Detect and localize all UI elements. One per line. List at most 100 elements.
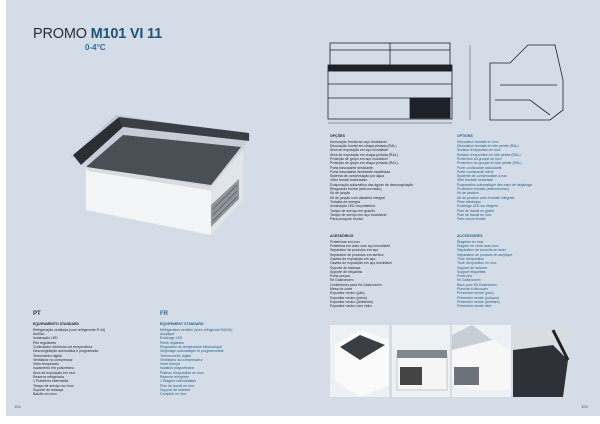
list-item: Réserve réfrigérée — [160, 375, 189, 380]
list-item: Evaporação automática das águas de desco… — [330, 182, 414, 187]
list-item: Kit Gastronorm — [330, 278, 354, 283]
list-item: Plateau d'exposition en inox — [160, 370, 204, 375]
list-item: Proteção de grupo em aço inoxidável — [330, 156, 388, 161]
list-item: Ventilateur au compresseur — [160, 357, 203, 362]
list-item: Présentoir neutre (ambiant) — [457, 299, 500, 304]
list-item: Thermomètre digital — [160, 353, 192, 358]
list-item: Decoração frontal em aço inoxidável — [330, 139, 387, 144]
list-item: Pieds réglables — [160, 340, 184, 345]
list-item: Expositor neutro (pão) — [330, 291, 365, 296]
list-item: Isolamento em poliuretano — [33, 366, 75, 371]
list-item: Acrylique — [160, 332, 175, 337]
list-item: Porte coulissante basculante — [457, 165, 502, 170]
list-item: Iluminação LED — [33, 336, 58, 341]
list-item: Suporte de balança — [330, 265, 361, 270]
list-item: Kit de junção — [330, 191, 351, 196]
list-item: Verre trempé — [160, 362, 181, 367]
list-item: Área de exposição em aço inoxidável — [330, 148, 388, 153]
list-item: Descongelação automática e programada — [33, 349, 98, 354]
title-prefix: PROMO — [33, 26, 87, 42]
list-item: Acrílico — [33, 332, 45, 337]
list-item: Présentoir neutre (poisson) — [457, 295, 500, 300]
list-item: Isolation polyuréthane — [160, 366, 195, 371]
list-item: 1 Prateleira intermédia — [33, 379, 69, 384]
list-item: Balcão em inox — [33, 392, 57, 397]
list-item: Éclairage LED — [160, 336, 183, 341]
list-item: Separador de produtos em aço — [330, 248, 379, 253]
list-item: Decoração frontal em chapa pintada (RAL) — [330, 144, 397, 149]
list-item: Surface d'exposition en tôle peinte (RAL… — [457, 152, 521, 157]
list-item: Présentoir neutre (pain) — [457, 291, 494, 296]
list-item: Kit de junção com dianteira integral — [330, 195, 385, 200]
list-item: Kit Gastronorm — [457, 278, 481, 283]
list-item: Suporte de etiquetas — [330, 269, 363, 274]
page-number-right: 105 — [581, 404, 588, 409]
list-item: Porta-preços — [330, 274, 351, 279]
list-item: Plan de travail en inox — [160, 383, 195, 388]
list-item: Vidro frontal motorizado — [330, 178, 368, 183]
list-item: Kit de jonction avec frontale intégrale — [457, 195, 515, 200]
list-item: Éclairage LED sur étagère — [457, 204, 499, 209]
lang-label-fr: FR — [160, 311, 168, 317]
list-item: Iluminação LED na prateleira — [330, 204, 376, 209]
list-item: 1 Étagère intermédiaire — [160, 379, 197, 384]
list-item: Bacs pour Kit Gastronorm — [457, 282, 498, 287]
detail-photo-2 — [392, 325, 450, 397]
list-item: Séparateur de produits en acier — [457, 248, 507, 253]
list-item: Vidro temperado — [33, 362, 59, 367]
list-item: Tiroir d'exposition — [457, 256, 485, 261]
list-item: Ventilador no compressor — [33, 357, 73, 362]
list-item: Dégivrage automatique et programmable — [160, 349, 224, 354]
list-item: Réfrigération ventilée (avec réfrigérant… — [160, 327, 233, 332]
lang-label-pt: PT — [33, 311, 41, 317]
list-item: Séparateur de produits en acrylique — [457, 252, 513, 257]
section-heading: ACCESSOIRES — [457, 234, 483, 238]
detail-photo-4 — [513, 325, 571, 397]
list-item: Planche à découper — [457, 287, 489, 292]
list-item: Resguardo frontal (anti-corrosão) — [330, 187, 382, 192]
list-item: Porta basculante deslizante espelhada — [330, 169, 391, 174]
list-item: Protection frontale (anticorrosion) — [457, 187, 509, 192]
list-item: Tampo de serviço em aço inoxidável — [330, 212, 387, 217]
list-item: Plan de travail en granit — [457, 208, 494, 213]
detail-photo-1 — [330, 325, 389, 397]
list-item: Présentoir neutre vitré — [457, 304, 492, 309]
page-title: PROMO M101 VI 11 — [33, 26, 162, 42]
list-item: Tampo de serviço em granito — [330, 208, 375, 213]
list-item: Évaporation automatique des eaux de dégi… — [457, 182, 533, 187]
technical-drawing — [327, 42, 564, 124]
list-item: Régulateur de température électronique — [160, 344, 222, 349]
detail-photo-3 — [452, 325, 511, 397]
list-item: Système de condensation à eau — [457, 174, 508, 179]
list-item: Décoration frontale en tôle peinte (RAL) — [457, 144, 519, 149]
list-item: Separador de produtos em acrílico — [330, 252, 384, 257]
list-item: Proteção de grupo em chapa pintada (RAL) — [330, 161, 398, 166]
section-heading: EQUIPAMENTO STANDARD — [33, 322, 80, 326]
list-item: Área de exposição em inox — [33, 370, 76, 375]
list-item: Pare-chocs frontal — [457, 217, 486, 222]
section-heading: ACESSÓRIOS — [330, 234, 354, 238]
list-item: Tiroir d'exposition en inox — [457, 261, 497, 266]
list-item: Refrigeração ventilada (com refrigerante… — [33, 327, 106, 332]
list-item: Protection du groupe en inox — [457, 156, 502, 161]
list-item: Comptoir en inox — [160, 392, 187, 397]
list-item: Tampo de serviço em inox — [33, 383, 74, 388]
temperature-range: 0-4°C — [85, 43, 106, 52]
list-item: Porta basculante deslizante — [330, 165, 373, 170]
list-item: Décoration frontale en inox — [457, 139, 499, 144]
list-item: Gaveta de exposição em aço — [330, 256, 376, 261]
list-item: Expositor neutro com vidro — [330, 304, 372, 309]
list-item: Contentores para Kit Gastronorm — [330, 282, 382, 287]
list-item: Pés reguláveis — [33, 340, 56, 345]
list-item: Kit de jonction — [457, 191, 479, 196]
section-heading: ÉQUIPEMENT STANDARD — [160, 322, 204, 326]
list-item: Porte-prix — [457, 274, 473, 279]
list-item: Prateleira em vidro com aço inoxidável — [330, 244, 391, 249]
